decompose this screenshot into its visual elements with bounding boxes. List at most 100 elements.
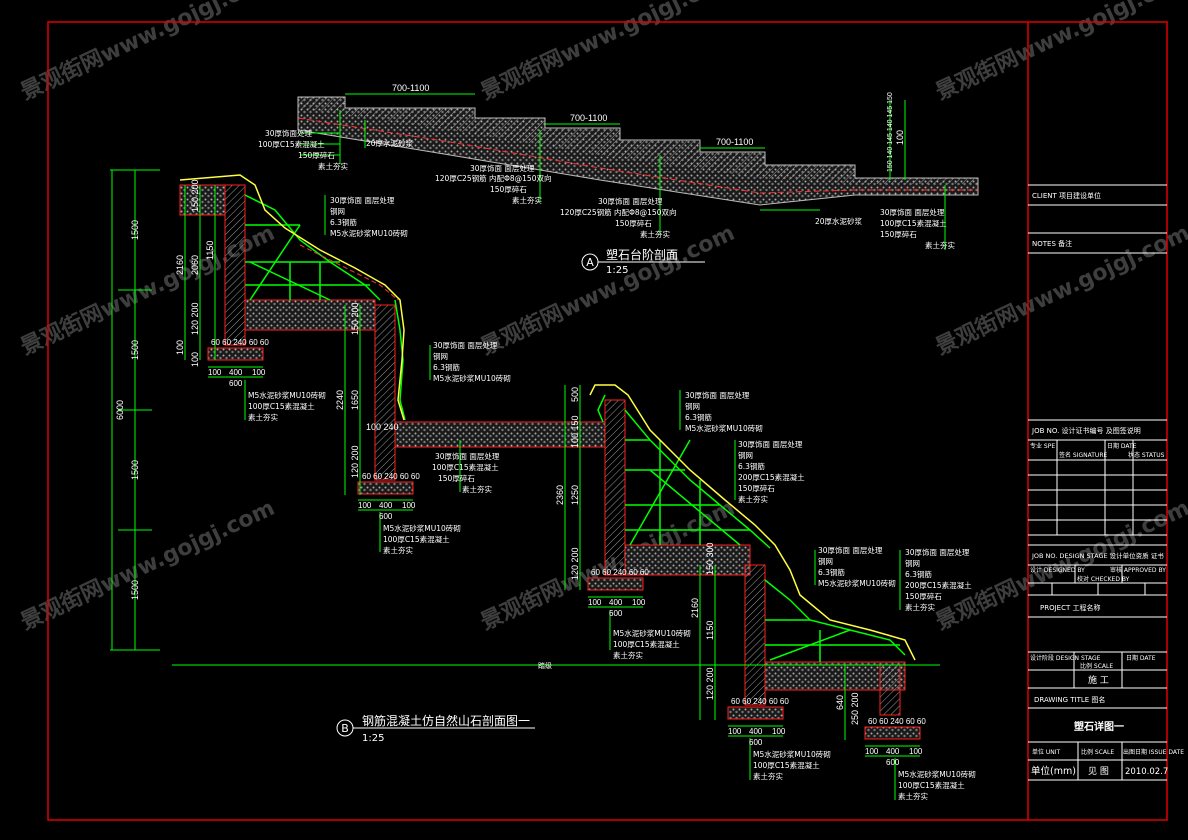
stage-line: JOB NO. DESIGN STAGE 设计单位资质 证书 — [1031, 551, 1164, 560]
dimension-lines — [110, 169, 940, 800]
note: 素土夯实 — [383, 545, 413, 555]
col-header: 设计阶段 DESIGN STAGE — [1030, 654, 1101, 662]
rebar-line — [299, 244, 399, 301]
note: 素土夯实 — [512, 195, 542, 205]
dim-label: 100 — [402, 501, 416, 510]
footing-dims-1: 60 60 240 60 60 100 400 100 600 — [208, 338, 269, 388]
overall-dim: 6000 — [115, 400, 125, 420]
section-a: 700-1100 700-1100 700-1100 150 140 145 1… — [258, 83, 979, 276]
dim-label: 60 60 240 60 60 — [591, 568, 649, 577]
note: 150厚碎石 — [438, 473, 475, 483]
slab — [179, 184, 226, 216]
project-label: PROJECT 工程名称 — [1040, 603, 1100, 612]
dim-label: 400 — [886, 747, 900, 756]
issue-date: 2010.02.7 — [1125, 767, 1168, 777]
drawing-frame — [47, 21, 1168, 821]
note: 100厚C15素混凝土 — [898, 780, 965, 790]
notes-footing-1: M5水泥砂浆MU10砖砌 100厚C15素混凝土 素土夯实 — [248, 390, 326, 422]
segment-dim: 1500 — [130, 340, 140, 360]
dim-label: 600 — [749, 738, 763, 747]
finish-layer — [298, 97, 978, 184]
dim-label: 250 200 — [850, 692, 860, 725]
dim-label: 1150 — [705, 621, 715, 640]
rock-surface — [179, 174, 916, 661]
note: M5水泥砂浆MU10砖砌 — [898, 769, 976, 779]
note: 150厚碎石 — [905, 591, 942, 601]
note: 100厚C15素混凝土 — [753, 760, 820, 770]
retaining-wall — [374, 304, 396, 481]
note: 30厚饰面 面层处理 — [435, 451, 500, 461]
note: 6.3钢筋 — [433, 362, 460, 372]
footing — [587, 577, 644, 591]
dim-label: 700-1100 — [570, 113, 607, 123]
note: 100厚C15素混凝土 — [248, 401, 315, 411]
notes-label: NOTES 备注 — [1032, 239, 1072, 248]
footing — [357, 481, 414, 495]
col-header: 日期 DATE — [1107, 442, 1137, 450]
note: 30厚饰面 面层处理 — [433, 340, 498, 350]
note: 100厚C15素混凝土 — [258, 139, 325, 149]
note: 150厚碎石 — [490, 184, 527, 194]
cert-label: JOB NO. 设计证书编号 及图签说明 — [1031, 426, 1141, 435]
retaining-wall — [224, 184, 246, 346]
watermark: 景观街网www.gojgj.com — [477, 0, 739, 105]
footing — [864, 726, 921, 740]
section-marker-letter: A — [586, 256, 594, 269]
drawing-title: 塑石详图一 — [1074, 720, 1124, 733]
note: 素土夯实 — [738, 494, 768, 504]
dim-label: 100 — [895, 130, 905, 145]
note: 钢网 — [685, 401, 700, 411]
dim-label: 100 — [588, 598, 602, 607]
dim-label: 400 — [609, 598, 623, 607]
note: 素土夯实 — [318, 161, 348, 171]
notes-footing-3: M5水泥砂浆MU10砖砌 100厚C15素混凝土 素土夯实 — [613, 628, 691, 660]
note: 30厚饰面 面层处理 — [330, 195, 395, 205]
client-label: CLIENT 项目建设单位 — [1032, 191, 1101, 200]
dim-label: 1250 — [570, 485, 580, 505]
dim-label: 600 — [609, 609, 623, 618]
note: M5水泥砂浆MU10砖砌 — [685, 423, 763, 433]
dim-label: 400 — [749, 727, 763, 736]
dim-label: 1650 — [350, 390, 360, 410]
dim-label: 500 — [570, 387, 580, 402]
footing-dims-5: 60 60 240 60 60 100 400 100 600 — [865, 717, 926, 767]
note: 150厚碎石 — [615, 218, 652, 228]
bottom-label: 踏级 — [538, 661, 552, 670]
note: 素土夯实 — [462, 484, 492, 494]
steel-truss — [244, 194, 906, 662]
dim-label: 100 — [208, 368, 222, 377]
col-header: 签名 SIGNATURE — [1059, 451, 1107, 459]
dim-label: 2060 — [190, 255, 200, 275]
section-marker-letter: B — [341, 722, 349, 735]
notes-wall-2: 30厚饰面 面层处理 钢网 6.3钢筋 M5水泥砂浆MU10砖砌 — [433, 340, 511, 383]
note: 30厚饰面 面层处理 — [818, 545, 883, 555]
dim-label: 2160 — [175, 255, 185, 275]
dim-label: 400 — [229, 368, 243, 377]
footing — [207, 347, 264, 361]
note: M5水泥砂浆MU10砖砌 — [753, 749, 831, 759]
dim-label: 400 — [379, 501, 393, 510]
col-header: 比例 SCALE — [1081, 748, 1114, 756]
dim-label: 100 — [358, 501, 372, 510]
note: 6.3钢筋 — [738, 461, 765, 471]
notes-wall-1: 30厚饰面 面层处理 钢网 6.3钢筋 M5水泥砂浆MU10砖砌 — [330, 195, 408, 238]
note: 素土夯实 — [753, 771, 783, 781]
notes-footing-5: M5水泥砂浆MU10砖砌 100厚C15素混凝土 素土夯实 — [898, 769, 976, 801]
dim-label: 60 60 240 60 60 — [731, 697, 789, 706]
note: M5水泥砂浆MU10砖砌 — [330, 228, 408, 238]
segment-dim: 1500 — [130, 220, 140, 240]
note: 素土夯实 — [640, 229, 670, 239]
note: 30厚饰面 面层处理 — [738, 439, 803, 449]
note: 素土夯实 — [925, 240, 955, 250]
dim-label: 120 200 — [570, 547, 580, 580]
dim-label: 2160 — [690, 598, 700, 618]
dim-label: 600 — [886, 758, 900, 767]
dimension-lines — [300, 93, 946, 250]
notes-wall-3: 30厚饰面 面层处理 钢网 6.3钢筋 M5水泥砂浆MU10砖砌 — [685, 390, 763, 433]
col-header: 审核 APPROVED BY — [1110, 566, 1166, 574]
retaining-wall — [604, 399, 626, 576]
slab — [394, 421, 606, 448]
dim-label: 100 — [909, 747, 923, 756]
dim-label: 2360 — [555, 485, 565, 505]
